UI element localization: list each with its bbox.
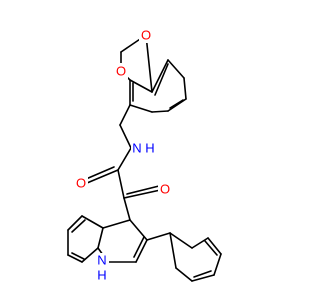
bond-line: [102, 219, 131, 229]
bond-line: [81, 247, 99, 263]
bond-line: [81, 215, 104, 229]
bond-line: [129, 104, 153, 113]
bond-line: [71, 252, 85, 260]
bond-line: [119, 124, 132, 149]
bond-line: [183, 77, 187, 100]
bond-line: [213, 253, 222, 276]
nitrogen-label: N: [97, 253, 106, 268]
bond-line: [167, 98, 187, 112]
bond-line: [126, 184, 164, 195]
atom-o1: O: [139, 27, 153, 43]
structure-canvas: O O N H O O N H: [67, 27, 222, 283]
bond-line: [67, 215, 83, 231]
bond-line: [117, 169, 125, 199]
hydrogen-label: H: [145, 141, 154, 156]
bond-line: [169, 99, 184, 109]
bond-line: [191, 237, 209, 249]
bond-line: [97, 227, 104, 249]
atom-indole-nh: N H: [95, 253, 109, 283]
bond-line: [123, 197, 131, 221]
bond-line: [175, 267, 193, 282]
bond-layer: [67, 34, 222, 282]
bond-line: [117, 147, 132, 171]
bond-line: [71, 219, 86, 233]
oxygen-label: O: [76, 176, 86, 191]
bond-line: [146, 232, 171, 241]
bond-line: [169, 232, 177, 269]
bond-line: [86, 169, 119, 184]
bond-line: [85, 166, 115, 180]
atom-o-keto: O: [158, 181, 172, 197]
atom-nh: N H: [131, 140, 157, 156]
bond-line: [193, 270, 212, 278]
molecule-drawing: O O N H O O N H: [67, 27, 222, 283]
bond-line: [67, 254, 83, 263]
oxygen-label: O: [116, 64, 126, 79]
bond-line: [135, 239, 148, 263]
oxygen-label: O: [141, 28, 151, 43]
nitrogen-label: N: [132, 141, 141, 156]
bond-line: [204, 240, 218, 256]
bond-line: [207, 237, 222, 255]
bond-line: [151, 59, 169, 93]
atom-o-amide: O: [74, 175, 88, 191]
bond-line: [169, 232, 193, 249]
bond-line: [191, 274, 215, 282]
bond-line: [133, 236, 145, 258]
atom-o2: O: [114, 63, 128, 79]
bond-line: [151, 110, 169, 113]
bond-line: [119, 104, 131, 126]
oxygen-label: O: [160, 182, 170, 197]
bond-line: [154, 63, 169, 96]
bond-line: [129, 79, 153, 93]
bond-line: [167, 59, 185, 79]
bond-line: [145, 34, 153, 93]
hydrogen-label: H: [97, 268, 106, 283]
